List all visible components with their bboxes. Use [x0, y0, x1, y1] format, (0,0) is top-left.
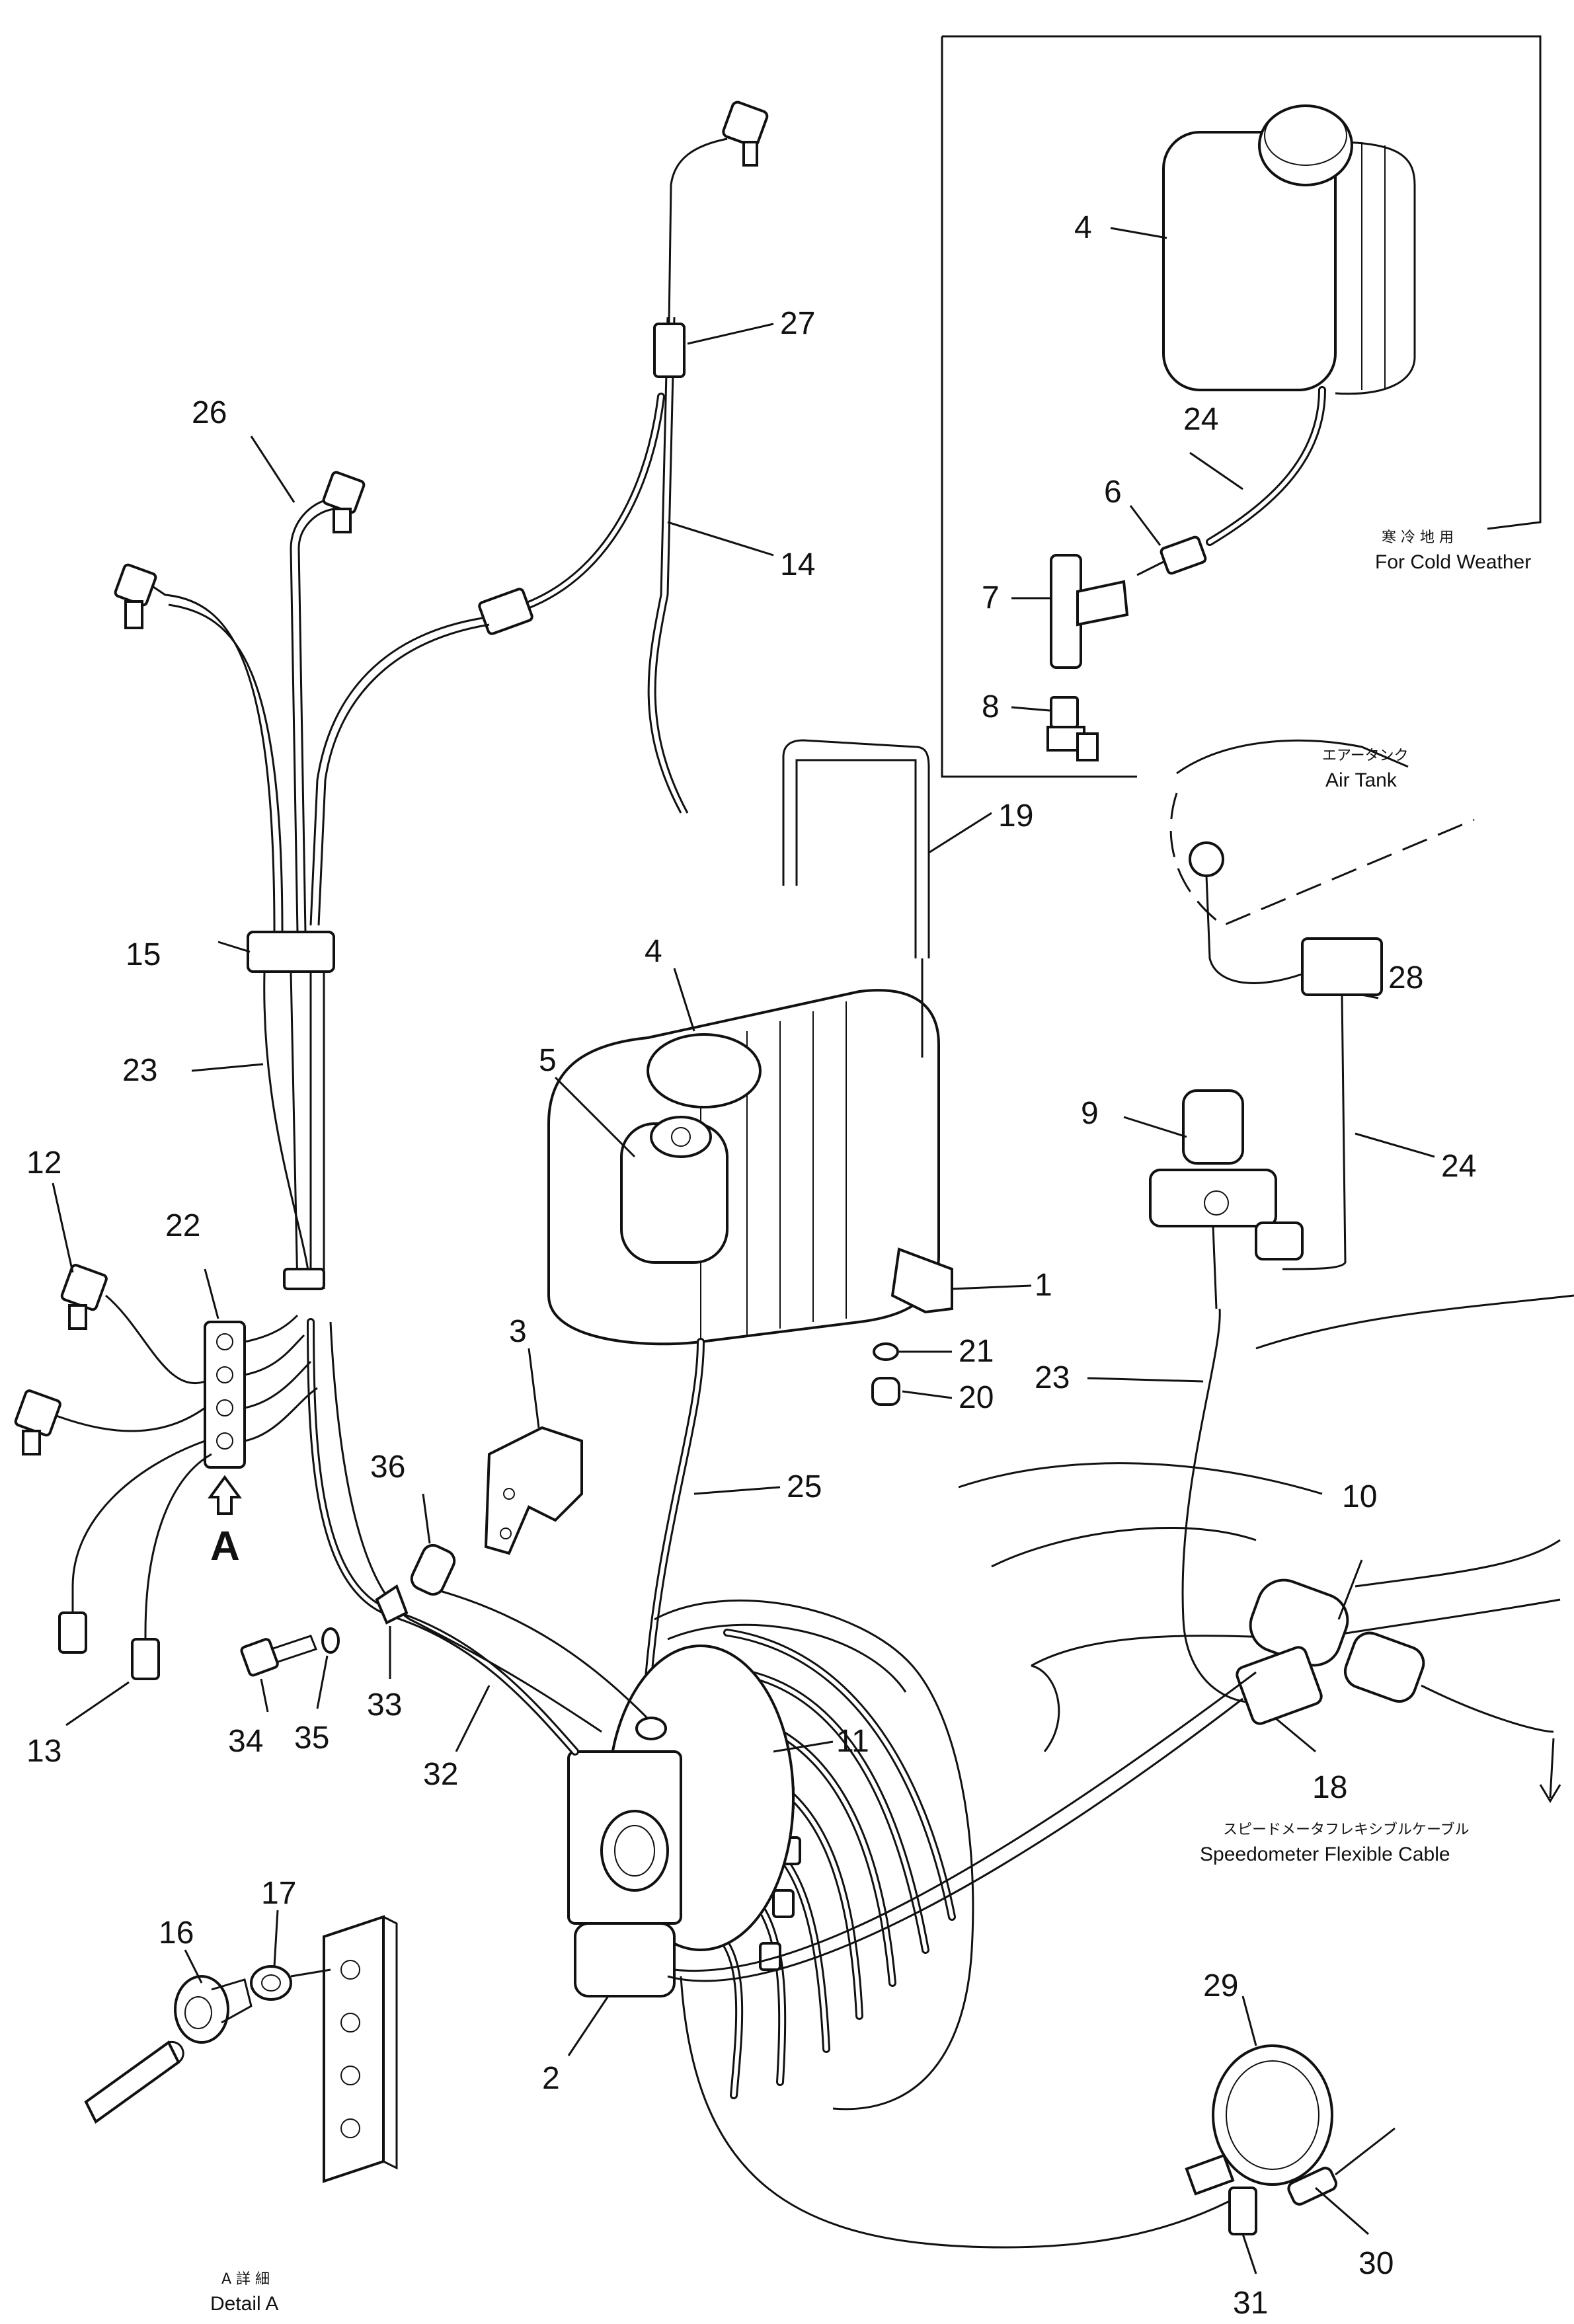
label-24b: 24 [1441, 1149, 1476, 1184]
label-18: 18 [1312, 1770, 1347, 1805]
label-14: 14 [780, 547, 815, 582]
label-13: 13 [26, 1734, 61, 1769]
air-tank-caption: Air Tank [1325, 769, 1397, 791]
label-26: 26 [192, 395, 227, 430]
label-25: 25 [787, 1469, 822, 1504]
label-A: A [210, 1524, 240, 1569]
label-3: 3 [509, 1314, 527, 1349]
valve-9: 9 23 [1035, 1089, 1304, 1704]
label-16: 16 [159, 1916, 194, 1951]
label-29: 29 [1203, 1968, 1238, 2003]
detail-caption: Detail A [210, 2293, 278, 2315]
speedometer-caption-jp: スピードメータフレキシブルケーブル [1223, 1822, 1470, 1838]
label-1: 1 [1035, 1268, 1052, 1303]
label-8: 8 [982, 689, 1000, 724]
label-12: 12 [26, 1145, 61, 1181]
label-7: 7 [982, 580, 1000, 615]
label-4b: 4 [645, 934, 662, 969]
detail-a: 16 17 A 詳 細 Detail A [84, 1876, 398, 2315]
label-22: 22 [165, 1208, 200, 1243]
transmission-outline [958, 1294, 1574, 1752]
junction-22: 12 22 13 A [14, 1145, 318, 1769]
bracket-3: 3 [484, 1314, 583, 1555]
cold-weather-caption: For Cold Weather [1375, 551, 1531, 573]
air-tank-caption-jp: エアータンク [1322, 748, 1409, 764]
label-30: 30 [1358, 2246, 1394, 2281]
label-21: 21 [959, 1334, 994, 1369]
label-31: 31 [1233, 2286, 1268, 2321]
cold-weather-inset: 4 24 6 7 8 寒 冷 地 用 For Cold Weather [941, 35, 1542, 778]
label-24a: 24 [1183, 402, 1218, 437]
sensor-10: 10 18 スピードメータフレキシブルケーブル Speedometer Flex… [1200, 1479, 1561, 1865]
label-6: 6 [1104, 475, 1122, 510]
air-tank-area: エアータンク Air Tank 28 24 [1169, 739, 1476, 1270]
label-28: 28 [1388, 960, 1423, 995]
distributor-2: 11 2 [542, 1599, 974, 2111]
connector-28 [1301, 937, 1383, 996]
label-23a: 23 [122, 1053, 157, 1088]
label-9: 9 [1081, 1096, 1099, 1131]
label-20: 20 [959, 1380, 994, 1415]
main-tank-4: 1 21 20 19 4 5 25 [539, 739, 1052, 1689]
label-4a: 4 [1074, 210, 1092, 245]
label-19: 19 [998, 798, 1033, 833]
label-36: 36 [370, 1450, 405, 1485]
label-5: 5 [539, 1043, 557, 1078]
label-32: 32 [423, 1757, 458, 1792]
fasteners: 34 35 33 36 [228, 1450, 456, 1759]
label-27: 27 [780, 306, 815, 341]
gauge-29: 29 30 31 [1185, 1968, 1396, 2321]
label-35: 35 [294, 1721, 329, 1756]
detail-caption-jp: A 詳 細 [221, 2271, 270, 2288]
label-23b: 23 [1035, 1360, 1070, 1395]
label-34: 34 [228, 1724, 263, 1759]
label-10: 10 [1342, 1479, 1377, 1514]
label-17: 17 [261, 1876, 296, 1911]
speedometer-caption: Speedometer Flexible Cable [1200, 1843, 1450, 1865]
label-15: 15 [126, 937, 161, 972]
harness: 15 23 26 27 14 32 [114, 100, 815, 1792]
label-11: 11 [836, 1724, 869, 1759]
cold-weather-caption-jp: 寒 冷 地 用 [1382, 529, 1454, 546]
label-33: 33 [367, 1687, 402, 1723]
label-2: 2 [542, 2061, 560, 2096]
distributor-lines [667, 1671, 1257, 2249]
